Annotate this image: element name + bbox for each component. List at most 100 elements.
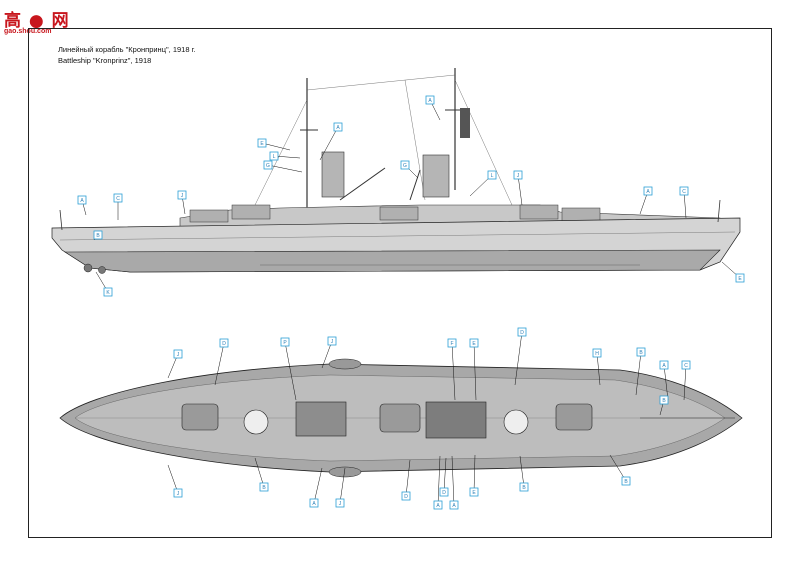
turret-e-top [555,403,593,431]
svg-text:E: E [738,276,742,282]
top-leader-3 [321,340,333,369]
side-callout-c-3: C [113,193,123,203]
barbette-d [503,409,529,435]
side-callout-j-4: J [177,190,187,200]
top-callout-d-15: D [401,491,411,501]
svg-text:A: A [336,125,340,131]
side-callout-g-7: G [263,160,273,170]
turret-a [189,209,229,223]
svg-text:C: C [682,189,686,195]
side-callout-a-9: A [425,95,435,105]
top-callout-j-11: J [173,488,183,498]
top-leader-10 [683,364,687,401]
svg-text:H: H [595,351,599,357]
drawing-frame [28,28,772,538]
top-leader-8 [635,351,642,396]
top-leader-17 [437,455,441,506]
top-callout-j-0: J [173,349,183,359]
svg-text:K: K [106,290,110,296]
top-callout-e-21: E [469,487,479,497]
barbette-b [243,409,269,435]
side-callout-k-2: K [103,287,113,297]
top-callout-d-1: D [219,338,229,348]
top-callout-d-6: D [517,327,527,337]
top-callout-a-17: A [433,500,443,510]
svg-text:A: A [80,198,84,204]
top-callout-b-12: B [259,482,269,492]
top-leader-9 [663,364,669,401]
propeller-2 [98,266,106,274]
hull-lower [63,249,721,273]
side-leader-8 [319,126,339,161]
svg-text:C: C [684,363,688,369]
svg-text:B: B [96,233,100,239]
svg-text:F: F [450,341,453,347]
top-callout-a-18: A [449,500,459,510]
svg-text:A: A [662,363,666,369]
side-callout-l-6: L [269,151,279,161]
title-russian: Линейный корабль "Кронпринц", 1918 г. [58,45,196,54]
side-callout-g-10: G [400,160,410,170]
side-callout-a-0: A [77,195,87,205]
top-callout-a-9: A [659,360,669,370]
side-leader-12 [517,174,523,206]
top-leader-7 [596,352,601,386]
svg-text:G: G [266,163,270,169]
svg-text:A: A [436,503,440,509]
svg-text:J: J [517,173,520,179]
side-callout-a-8: A [333,122,343,132]
svg-text:D: D [520,330,524,336]
svg-text:B: B [262,485,266,491]
top-leader-16 [519,455,525,488]
svg-text:B: B [662,398,666,404]
svg-text:J: J [339,501,342,507]
fore-funnel [321,151,345,198]
top-leader-1 [214,342,225,386]
side-leader-14 [683,190,687,219]
funnel-top [425,401,487,439]
top-callout-h-7: H [592,348,602,358]
turret-e [561,207,601,222]
svg-text:A: A [646,189,650,195]
bridge-top [295,401,347,437]
boat-port [328,358,362,370]
svg-text:C: C [116,196,120,202]
top-callout-e-5: E [469,338,479,348]
top-leader-2 [284,341,297,401]
top-callout-j-3: J [327,336,337,346]
top-callout-b-22: B [659,395,669,405]
watermark-url: gao.shou.com [4,28,52,35]
top-callout-f-4: F [447,338,457,348]
side-callout-e-15: E [735,273,745,283]
top-callout-a-13: A [309,498,319,508]
svg-text:D: D [222,341,226,347]
svg-text:D: D [404,494,408,500]
turret-c [379,206,419,221]
svg-text:L: L [491,173,494,179]
boat-starboard [328,466,362,478]
svg-text:E: E [472,490,476,496]
svg-text:A: A [428,98,432,104]
watermark-logo: 高 ● 网 [4,11,70,31]
top-callout-b-8: B [636,347,646,357]
side-callout-c-14: C [679,186,689,196]
svg-text:J: J [181,193,184,199]
svg-text:P: P [283,340,287,346]
side-callout-e-5: E [257,138,267,148]
side-callout-a-13: A [643,186,653,196]
top-leader-14 [339,467,346,504]
top-leader-6 [514,331,523,386]
top-leader-18 [451,455,455,506]
top-callout-d-19: D [439,487,449,497]
top-callout-b-16: B [519,482,529,492]
svg-text:J: J [177,352,180,358]
svg-text:B: B [624,479,628,485]
side-leader-7 [267,164,303,173]
turret-b [231,204,271,220]
propeller [83,263,93,273]
top-callout-c-10: C [681,360,691,370]
searchlight-platform [460,108,470,138]
side-leader-5 [261,142,291,151]
